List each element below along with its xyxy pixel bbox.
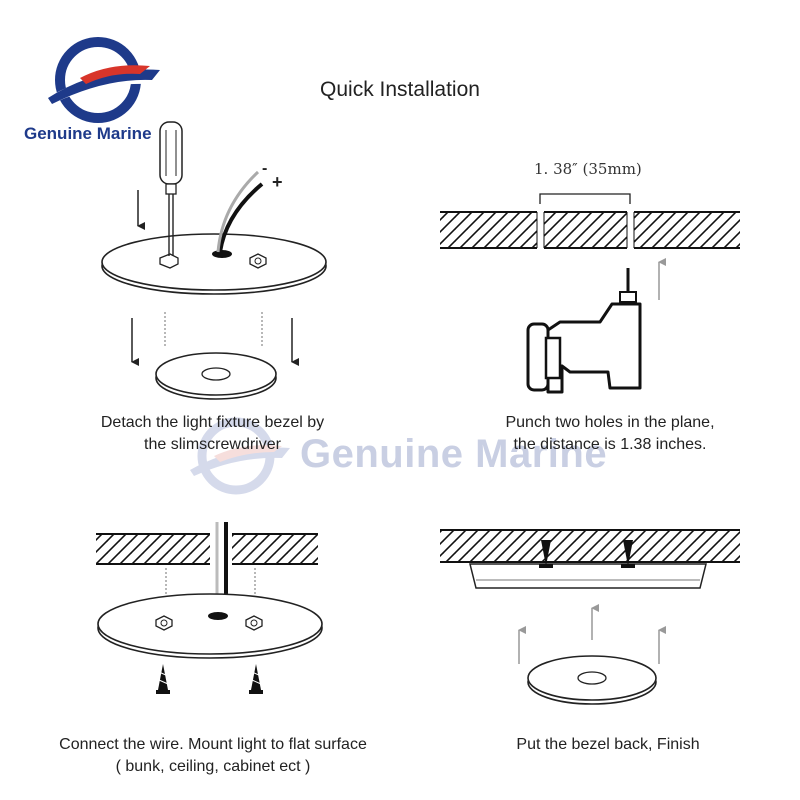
step3-caption-line2: ( bunk, ceiling, cabinet ect ) [115,758,311,775]
watermark-text: Genuine Marine [300,432,608,476]
step2-caption-line1: Punch two holes in the plane, [505,414,715,431]
brand-name: Genuine Marine [24,124,152,143]
step1-caption-line2: the slimscrewdriver [144,436,281,453]
brand-logo [48,37,160,123]
step2-illustration [440,193,740,394]
step2-caption-line2: the distance is 1.38 inches. [513,436,707,453]
polarity-positive: + [272,172,283,192]
step1-caption-line1: Detach the light fixture bezel by [100,414,325,431]
step4-illustration [440,529,740,705]
step1-illustration [101,121,327,400]
dimension-label: 1. 38″ (35mm) [534,160,642,178]
step3-caption: Connect the wire. Mount light to flat su… [20,734,406,778]
polarity-negative: - [262,160,268,177]
screw-icon [249,664,263,694]
screw-icon [156,664,170,694]
watermark-logo [190,417,290,495]
page-title: Quick Installation [320,78,480,101]
step3-caption-line1: Connect the wire. Mount light to flat su… [59,736,367,753]
step2-caption: Punch two holes in the plane, the distan… [460,412,760,456]
step3-illustration [96,522,323,694]
step4-caption: Put the bezel back, Finish [470,734,746,756]
step4-caption-line1: Put the bezel back, Finish [516,736,700,753]
step1-caption: Detach the light fixture bezel by the sl… [50,412,375,456]
